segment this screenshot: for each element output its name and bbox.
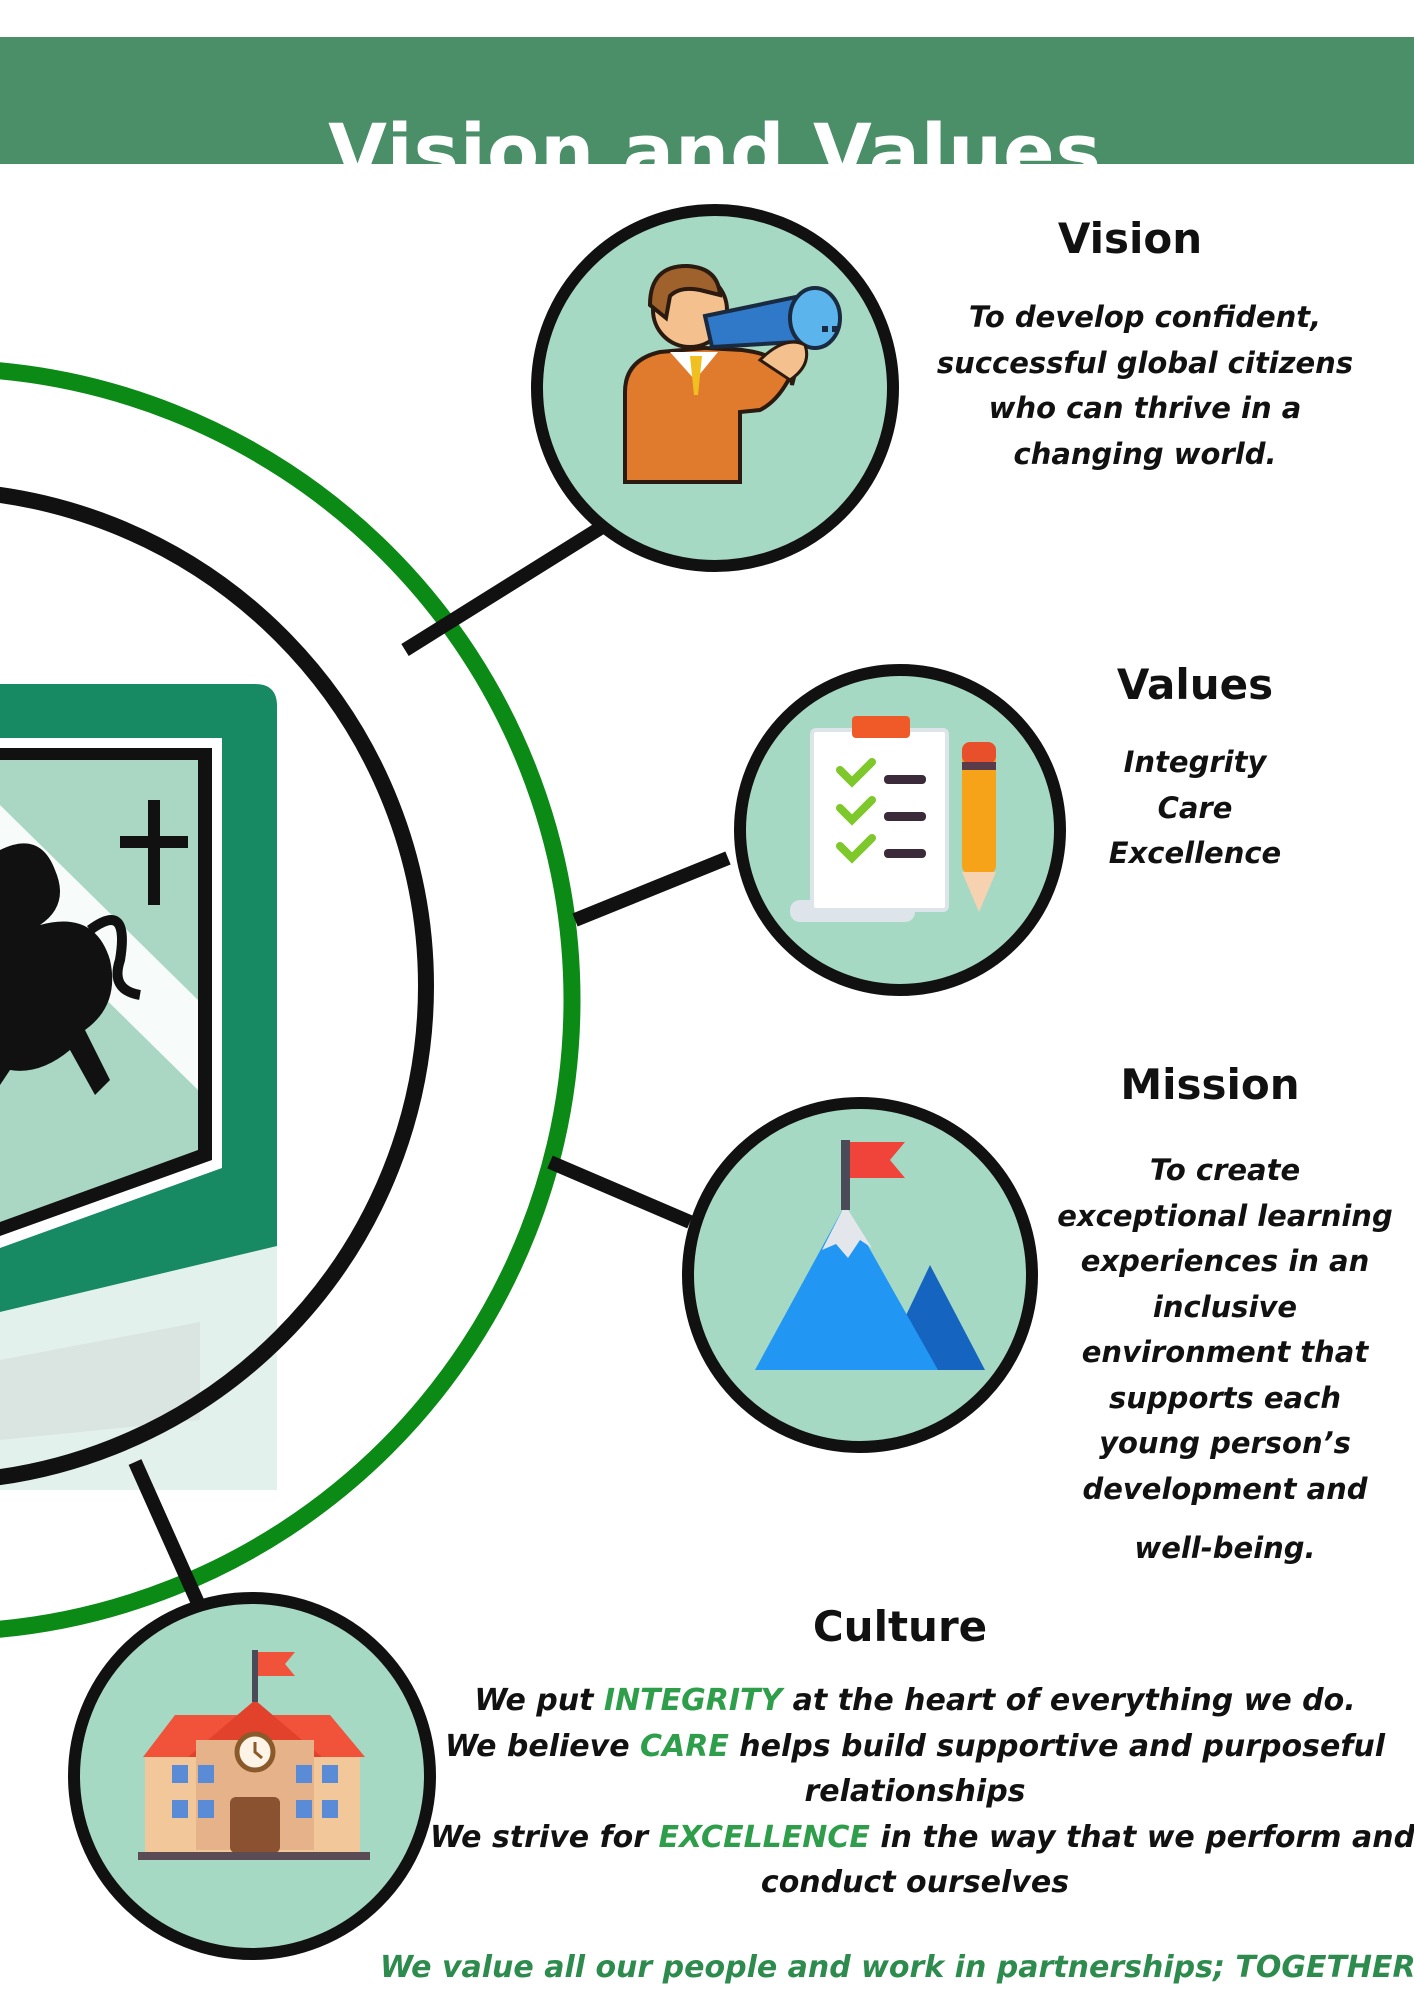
values-item: Integrity [1123, 745, 1267, 779]
inner-black-ring [0, 487, 434, 1485]
person-with-telescope-icon [623, 263, 842, 484]
mission-line: young person’s [1099, 1426, 1351, 1460]
mission-line: To create [1149, 1153, 1301, 1187]
page-title: Vision and Values [328, 106, 1102, 196]
school-building-icon [138, 1650, 370, 1860]
vision-statement: To develop confident, successful global … [920, 295, 1370, 477]
mission-heading: Mission [1120, 1060, 1300, 1109]
care-highlight: CARE [640, 1728, 729, 1764]
excellence-highlight: EXCELLENCE [658, 1819, 870, 1855]
culture-line: relationships [804, 1774, 1026, 1809]
mission-line: environment that [1081, 1335, 1369, 1369]
values-item: Excellence [1108, 836, 1282, 870]
school-crest-logo [0, 684, 277, 1490]
vision-line: changing world. [1013, 436, 1277, 471]
culture-line-excellence: We strive for EXCELLENCE in the way that… [430, 1819, 1414, 1855]
mission-line: inclusive [1152, 1289, 1298, 1324]
values-heading: Values [1116, 660, 1274, 709]
title-banner [0, 37, 1414, 164]
culture-line-integrity: We put INTEGRITY at the heart of everyth… [474, 1683, 1356, 1718]
outer-green-ring [0, 362, 581, 1638]
culture-statement: We put INTEGRITY at the heart of everyth… [430, 1678, 1414, 1906]
mission-line: exceptional learning [1057, 1198, 1393, 1233]
integrity-highlight: INTEGRITY [603, 1683, 783, 1718]
vision-line: successful global citizens [936, 345, 1354, 380]
values-connector [572, 851, 731, 927]
mission-line: development and [1082, 1471, 1368, 1506]
values-list: Integrity Care Excellence [1040, 740, 1350, 877]
mountain-with-flag-icon [755, 1140, 985, 1370]
culture-heading: Culture [812, 1602, 988, 1651]
vision-connector [401, 516, 614, 656]
culture-line-care: We believe CARE helps build supportive a… [444, 1728, 1386, 1764]
checklist-and-pencil-icon [790, 716, 996, 922]
vision-line: To develop confident, [968, 300, 1322, 334]
mission-statement: To create exceptional learning experienc… [1040, 1148, 1410, 1572]
mission-line: experiences in an [1080, 1244, 1370, 1278]
vision-line: who can thrive in a [988, 391, 1302, 425]
vision-heading: Vision [1057, 214, 1203, 263]
mission-line: well-being. [1134, 1531, 1316, 1565]
footer-tagline: We value all our people and work in part… [380, 1950, 1414, 1985]
culture-line: conduct ourselves [760, 1865, 1070, 1900]
values-item: Care [1157, 790, 1233, 825]
culture-connector [128, 1459, 209, 1615]
mission-connector [547, 1155, 693, 1229]
mission-line: supports each [1109, 1380, 1341, 1415]
